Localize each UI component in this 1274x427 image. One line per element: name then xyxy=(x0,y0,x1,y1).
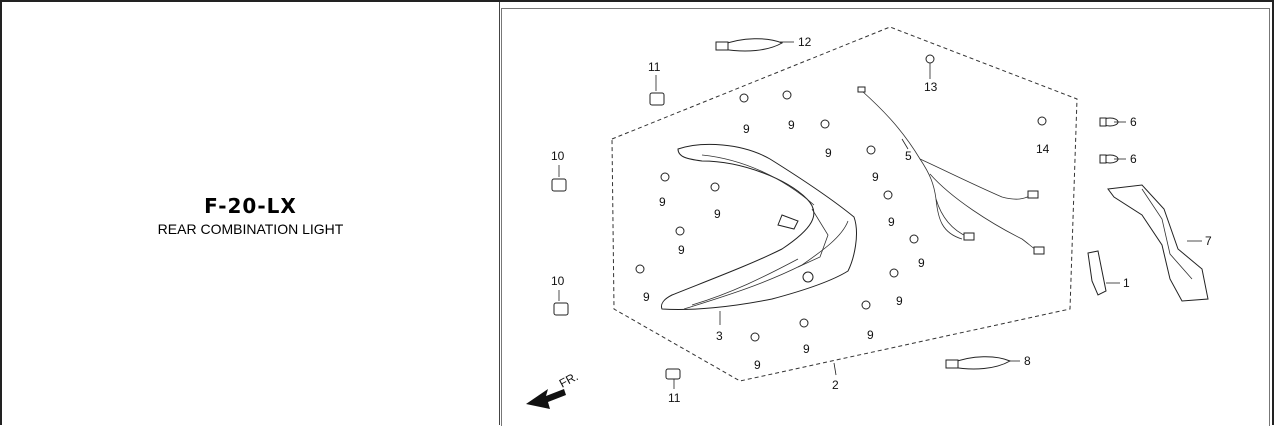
callout-label: 6 xyxy=(1130,152,1137,166)
small-bracket xyxy=(1087,250,1107,296)
diagram-code: F-20-LX xyxy=(204,194,297,218)
callout-label: 9 xyxy=(643,290,650,304)
callout-label: 3 xyxy=(716,329,723,343)
callout-label: 13 xyxy=(924,80,938,94)
light-bracket xyxy=(1107,184,1209,302)
callout-label: 14 xyxy=(1036,142,1050,156)
callout-label: 9 xyxy=(659,195,666,209)
callout-label: 9 xyxy=(678,243,685,257)
callout-label: 9 xyxy=(872,170,879,184)
callout-label: 10 xyxy=(551,274,565,288)
parts-diagram: FR. 12 11 13 9 xyxy=(526,26,1212,409)
callout-label: 9 xyxy=(867,328,874,342)
diagram-name: REAR COMBINATION LIGHT xyxy=(157,221,344,237)
callout-label: 9 xyxy=(918,256,925,270)
callout-label: 9 xyxy=(714,207,721,221)
callout-label: 9 xyxy=(788,118,795,132)
callout-label: 2 xyxy=(832,378,839,392)
screws xyxy=(635,54,1047,342)
callout-label: 9 xyxy=(825,146,832,160)
front-direction-label: FR. xyxy=(557,369,581,390)
callout-label: 7 xyxy=(1205,234,1212,248)
title-panel: F-20-LX REAR COMBINATION LIGHT xyxy=(2,2,500,425)
leader-lines xyxy=(558,41,1202,389)
assembly-outline xyxy=(611,26,1078,382)
callout-label: 9 xyxy=(743,122,750,136)
callout-label: 11 xyxy=(668,391,681,405)
tail-light-housing xyxy=(661,143,857,311)
bolts xyxy=(551,92,681,380)
callout-label: 1 xyxy=(1123,276,1130,290)
bulbs xyxy=(1099,117,1119,164)
callout-label: 10 xyxy=(551,149,565,163)
clamps xyxy=(715,38,1012,370)
callout-label: 12 xyxy=(798,35,812,49)
front-arrow-icon xyxy=(526,389,566,409)
callout-label: 5 xyxy=(905,149,912,163)
callout-label: 8 xyxy=(1024,354,1031,368)
wire-harness xyxy=(857,86,1045,255)
callout-label: 9 xyxy=(888,215,895,229)
callout-label: 9 xyxy=(754,358,761,372)
callout-label: 9 xyxy=(803,342,810,356)
callout-label: 11 xyxy=(648,60,661,74)
parts-diagram-panel: FR. 12 11 13 9 xyxy=(501,8,1270,426)
callout-label: 9 xyxy=(896,294,903,308)
callout-label: 6 xyxy=(1130,115,1137,129)
